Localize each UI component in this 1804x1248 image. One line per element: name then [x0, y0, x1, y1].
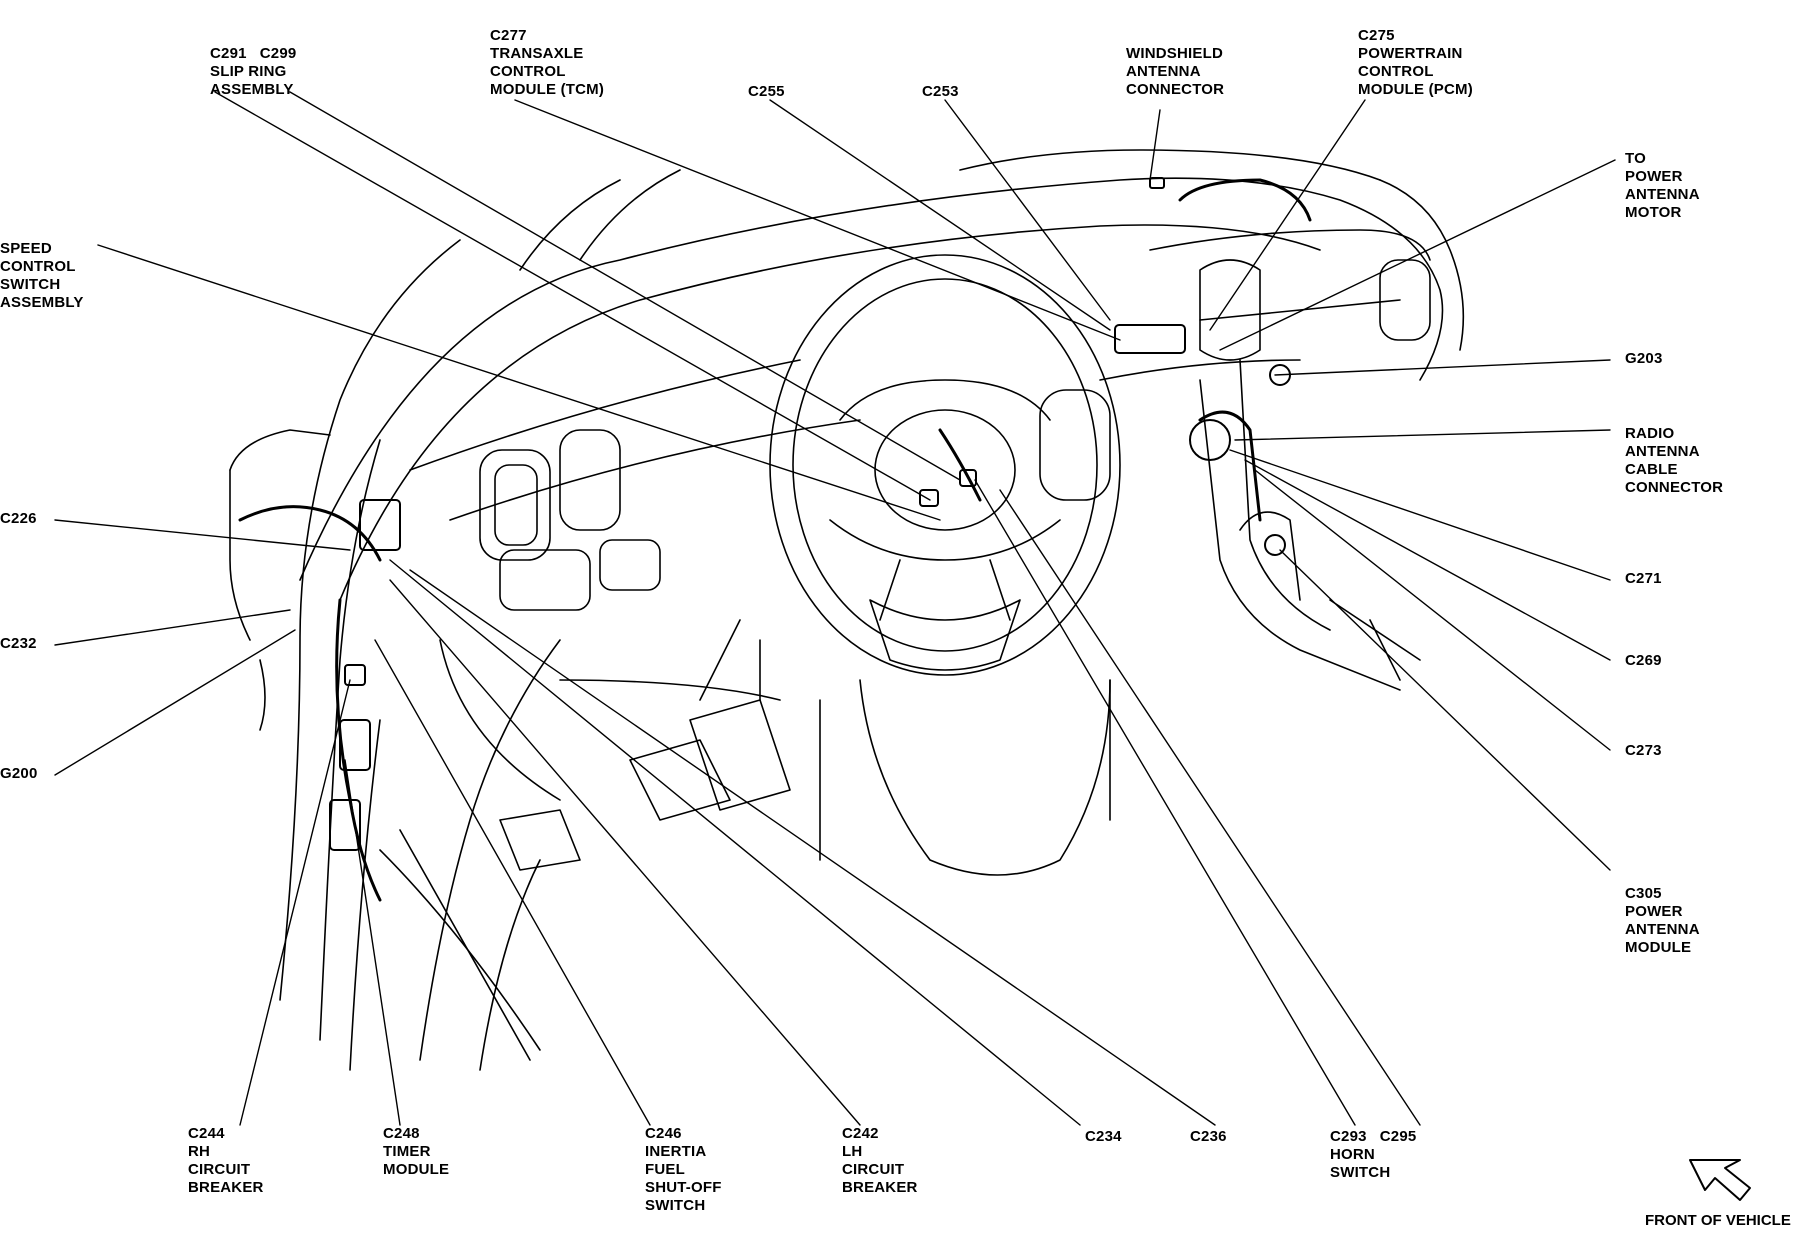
label-c232: C232	[0, 635, 37, 652]
right-console	[1199, 359, 1421, 691]
lower-dash	[439, 639, 1111, 876]
pedals	[499, 619, 791, 871]
label-front-of-vehicle: FRONT OF VEHICLE	[1645, 1212, 1791, 1229]
label-speed-control: SPEED CONTROL SWITCH ASSEMBLY	[0, 240, 84, 311]
label-c293-c295: C293 C295 HORN SWITCH	[1330, 1128, 1417, 1181]
label-c236: C236	[1190, 1128, 1227, 1145]
label-c271: C271	[1625, 570, 1662, 587]
label-c246: C246 INERTIA FUEL SHUT-OFF SWITCH	[645, 1125, 722, 1214]
label-c244: C244 RH CIRCUIT BREAKER	[188, 1125, 264, 1196]
label-windshield: WINDSHIELD ANTENNA CONNECTOR	[1126, 45, 1225, 98]
label-g200: G200	[0, 765, 38, 782]
label-c253: C253	[922, 83, 959, 100]
steering-wheel	[769, 254, 1121, 676]
wiring-harness	[238, 178, 1312, 902]
label-c226: C226	[0, 510, 37, 527]
label-c273: C273	[1625, 742, 1662, 759]
label-c305: C305 POWER ANTENNA MODULE	[1625, 885, 1700, 956]
label-c277: C277 TRANSAXLE CONTROL MODULE (TCM)	[490, 27, 605, 98]
label-c242: C242 LH CIRCUIT BREAKER	[842, 1125, 918, 1196]
label-c234: C234	[1085, 1128, 1122, 1145]
label-power-antenna-motor: TO POWER ANTENNA MOTOR	[1625, 150, 1700, 221]
leader-lines	[54, 91, 1616, 1126]
label-radio-antenna: RADIO ANTENNA CABLE CONNECTOR	[1625, 425, 1724, 496]
label-c255: C255	[748, 83, 785, 100]
center-vents	[479, 259, 1431, 611]
label-g203: G203	[1625, 350, 1663, 367]
label-c248: C248 TIMER MODULE	[383, 1125, 450, 1178]
front-arrow-icon	[1689, 1159, 1751, 1201]
dashboard-outline	[299, 149, 1465, 601]
label-c275: C275 POWERTRAIN CONTROL MODULE (PCM)	[1358, 27, 1473, 98]
label-c291-c299: C291 C299 SLIP RING ASSEMBLY	[210, 45, 297, 98]
label-c269: C269	[1625, 652, 1662, 669]
components	[329, 177, 1291, 851]
